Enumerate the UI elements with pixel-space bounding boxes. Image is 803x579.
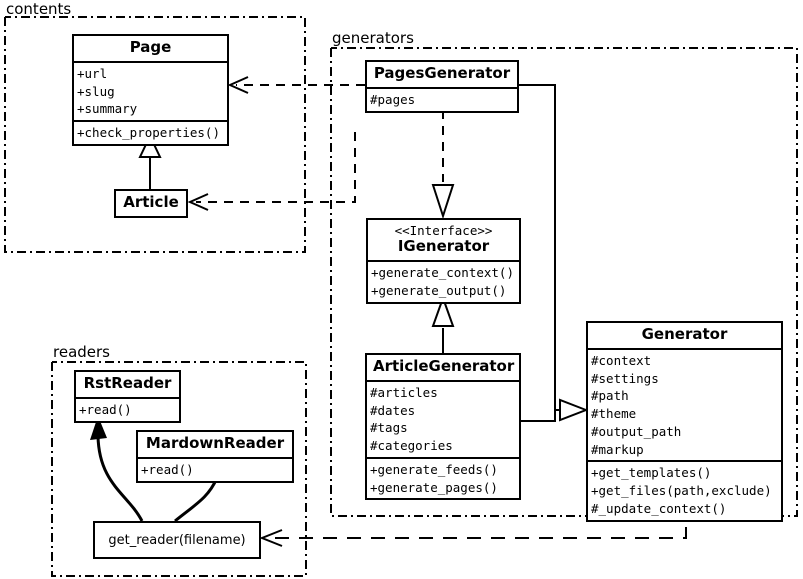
package-label-readers: readers xyxy=(53,343,110,361)
class-igenerator-header: <<Interface>> IGenerator xyxy=(368,220,519,263)
method-row: +check_properties() xyxy=(77,125,220,140)
relation-getreader-to-rstreader xyxy=(90,416,144,522)
method-row: +read() xyxy=(141,461,194,477)
class-generator-name: Generator xyxy=(641,325,728,343)
class-mardown-reader-name: MardownReader xyxy=(145,434,285,452)
relation-articlegenerator-to-igenerator xyxy=(431,295,455,353)
class-article-generator-methods: +generate_feeds() +generate_pages() xyxy=(367,459,519,499)
class-pages-generator-header: PagesGenerator xyxy=(367,62,517,89)
class-article-generator-name: ArticleGenerator xyxy=(373,357,515,375)
class-page-header: Page xyxy=(74,36,227,63)
class-generator-attributes: #context #settings #path #theme #output_… xyxy=(588,350,781,463)
class-box-pages-generator[interactable]: PagesGenerator #pages xyxy=(365,60,519,113)
attribute-row: #categories xyxy=(370,438,453,453)
method-row: +generate_context() xyxy=(371,265,514,281)
class-page-attributes: +url +slug +summary xyxy=(74,63,227,122)
class-pages-generator-attributes: #pages xyxy=(367,89,517,111)
attribute-row: #tags xyxy=(370,420,408,436)
method-row: +read() xyxy=(79,401,132,417)
class-generator-header: Generator xyxy=(588,323,781,350)
class-pages-generator-name: PagesGenerator xyxy=(373,64,511,82)
class-mardown-reader-methods: +read() xyxy=(138,459,292,481)
attribute-row: +summary xyxy=(77,101,138,117)
attribute-row: #output_path xyxy=(591,423,682,439)
relation-pagesgenerator-to-generator xyxy=(519,84,562,411)
attribute-row: #dates xyxy=(370,402,416,418)
class-article-name: Article xyxy=(123,193,179,211)
function-box-get-reader[interactable]: get_reader(filename) xyxy=(93,521,261,559)
attribute-row: #theme xyxy=(591,406,637,421)
class-article-header: Article xyxy=(116,191,186,216)
relation-pagesgenerator-to-page xyxy=(227,76,365,94)
class-box-rst-reader[interactable]: RstReader +read() xyxy=(74,370,181,423)
attribute-row: #pages xyxy=(370,91,416,107)
method-row: +generate_feeds() xyxy=(370,461,498,477)
class-rst-reader-name: RstReader xyxy=(83,374,172,392)
class-box-igenerator[interactable]: <<Interface>> IGenerator +generate_conte… xyxy=(366,218,521,304)
attribute-row: #path xyxy=(591,388,629,404)
class-page-methods: +check_properties() xyxy=(74,122,227,144)
attribute-row: #context xyxy=(591,352,652,368)
class-article-generator-attributes: #articles #dates #tags #categories xyxy=(367,382,519,459)
attribute-row: +slug xyxy=(77,83,115,99)
class-box-generator[interactable]: Generator #context #settings #path #them… xyxy=(586,321,783,522)
attribute-row: #settings xyxy=(591,370,659,386)
relation-pagesgenerator-to-igenerator xyxy=(431,110,455,220)
class-box-page[interactable]: Page +url +slug +summary +check_properti… xyxy=(72,34,229,146)
class-igenerator-title: <<Interface>> IGenerator xyxy=(368,220,519,260)
class-igenerator-name: IGenerator xyxy=(397,237,490,256)
class-rst-reader-methods: +read() xyxy=(76,399,179,421)
class-generator-methods: +get_templates() +get_files(path,exclude… xyxy=(588,462,781,519)
attribute-row: +url xyxy=(77,65,108,81)
class-igenerator-methods: +generate_context() +generate_output() xyxy=(368,262,519,302)
package-label-generators: generators xyxy=(332,29,414,47)
class-box-mardown-reader[interactable]: MardownReader +read() xyxy=(136,430,294,483)
class-article-generator-header: ArticleGenerator xyxy=(367,355,519,382)
method-row: +get_files(path,exclude) xyxy=(591,483,772,498)
method-row: #_update_context() xyxy=(591,500,727,516)
class-box-article[interactable]: Article xyxy=(114,189,188,218)
class-page-name: Page xyxy=(129,38,172,56)
class-rst-reader-header: RstReader xyxy=(76,372,179,399)
class-mardown-reader-header: MardownReader xyxy=(138,432,292,459)
method-row: +get_templates() xyxy=(591,465,712,481)
package-label-contents: contents xyxy=(6,0,72,18)
relation-articlegenerator-to-generator xyxy=(521,398,589,422)
class-box-article-generator[interactable]: ArticleGenerator #articles #dates #tags … xyxy=(365,353,521,501)
attribute-row: #articles xyxy=(370,384,438,400)
method-row: +generate_pages() xyxy=(370,479,498,495)
attribute-row: #markup xyxy=(591,441,644,457)
method-row: +generate_output() xyxy=(371,282,507,298)
